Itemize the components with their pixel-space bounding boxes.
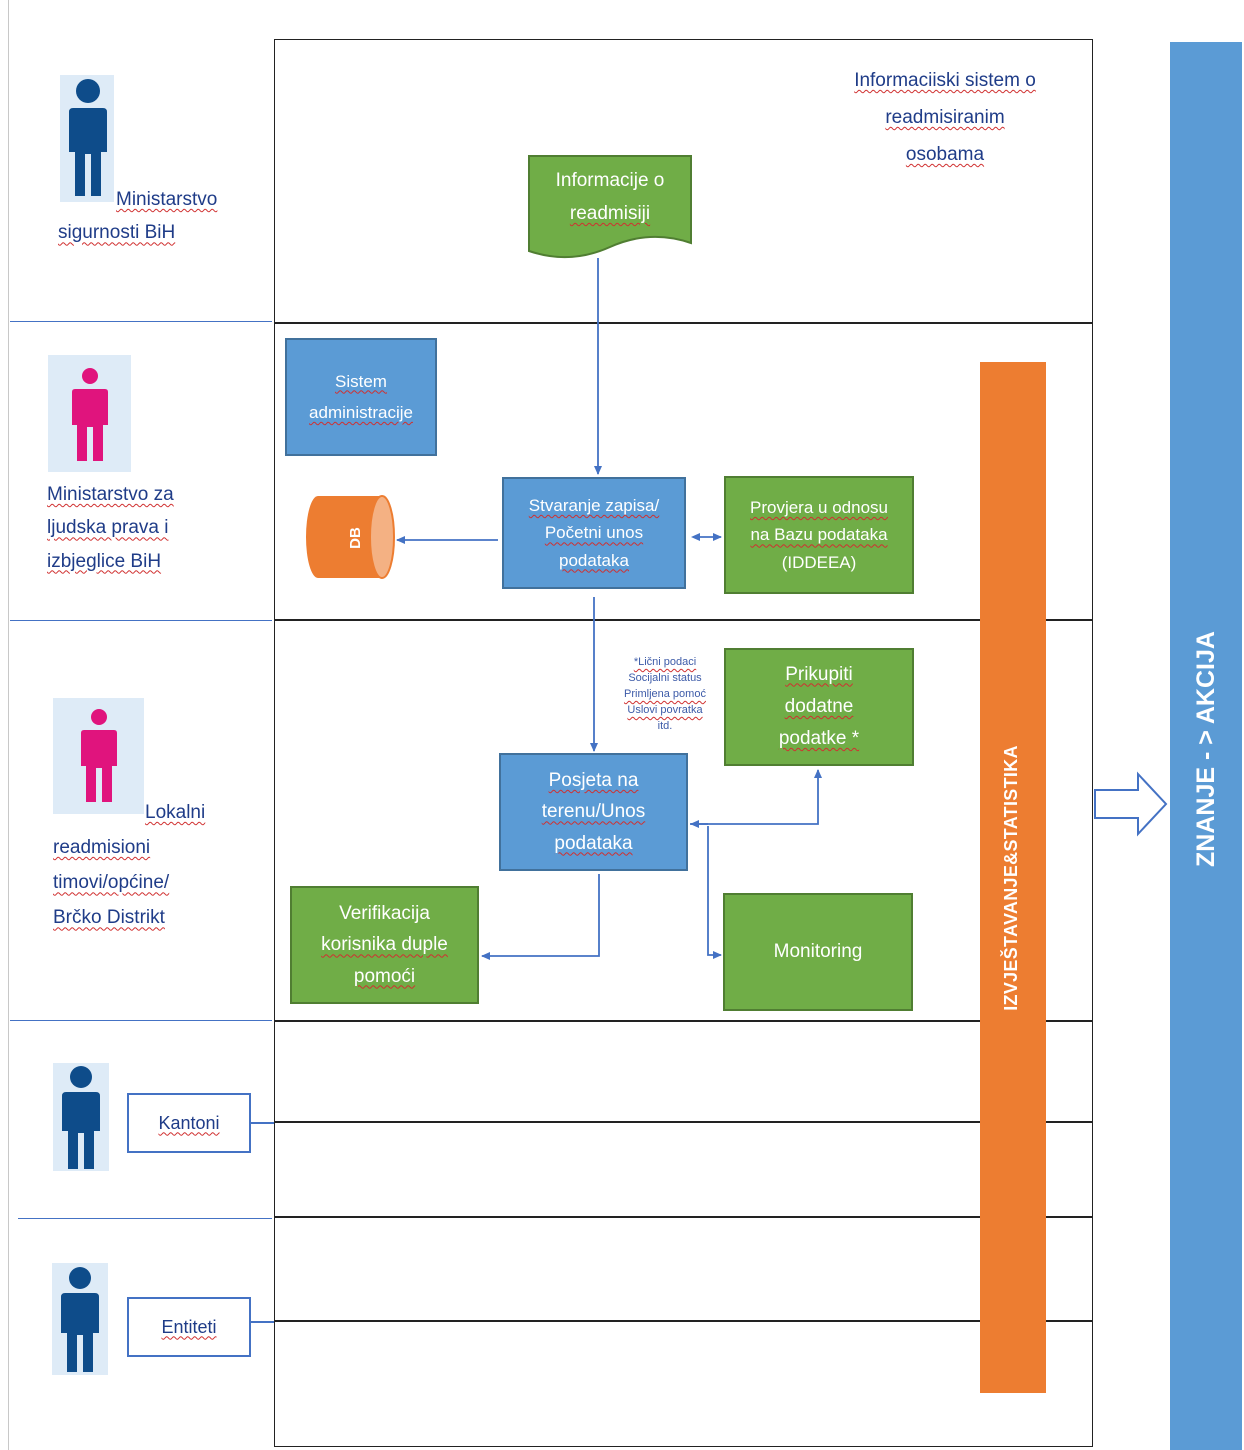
lane-separator — [10, 1020, 272, 1021]
node-text-line: (IDDEEA) — [781, 552, 857, 572]
knowledge-action-bar — [1170, 42, 1242, 1450]
title-line: readmisiranim — [885, 107, 1005, 129]
lane-label-text: Kantoni — [158, 1112, 220, 1133]
lane-divider — [274, 1320, 1093, 1322]
node-text-line: pomoći — [353, 965, 416, 987]
node-text-line: terenu/Unos — [541, 801, 646, 823]
diagram-title: Informaciiski sistem o readmisiranim oso… — [815, 62, 1075, 173]
swimlane-frame — [274, 39, 1093, 1447]
node-prikupiti-dodatne-podatke: Prikupiti dodatne podatke * — [724, 648, 914, 766]
lane-label-lokalni-timovi: Lokalni readmisioni timovi/općine/ Brčko… — [53, 795, 205, 936]
reporting-statistics-label: IZVJEŠTAVANJE&STATISTIKA — [1001, 745, 1021, 1011]
lane-divider — [274, 1020, 1093, 1022]
lane-divider — [274, 322, 1093, 324]
node-text-line: readmisiji — [569, 203, 651, 224]
node-posjeta-na-terenu: Posjeta na terenu/Unos podataka — [499, 753, 688, 871]
node-text-line: Verifikacija — [339, 902, 430, 924]
node-text-line: podataka — [554, 832, 633, 854]
lane-label-line: izbjeglice BiH — [47, 550, 162, 572]
left-margin-line — [8, 0, 9, 1450]
person-icon — [81, 709, 117, 802]
node-text-line: podatke * — [778, 728, 860, 750]
note-line: itd. — [657, 719, 673, 732]
node-text-line: Posjeta na — [548, 769, 639, 791]
node-monitoring: Monitoring — [723, 893, 913, 1011]
lane-label-entiteti: Entiteti — [127, 1297, 251, 1357]
lane-label-text: Entiteti — [161, 1316, 217, 1337]
connector-line — [251, 1321, 274, 1323]
node-text-line: korisnika duple — [321, 934, 448, 956]
note-text: *Lični podaci Socijalni status Primljena… — [610, 655, 720, 735]
node-text-line: podataka — [559, 550, 629, 570]
connector-line — [251, 1122, 274, 1124]
title-line: osobama — [905, 144, 985, 166]
note-line: Socijalni status — [628, 671, 702, 684]
lane-divider — [274, 619, 1093, 621]
node-informacije-o-readmisiji: Informacije o readmisiji — [528, 160, 692, 234]
reporting-statistics-bar — [980, 362, 1046, 1393]
lane-divider — [274, 1216, 1093, 1218]
node-text-line: Informacije o — [555, 169, 665, 191]
person-icon — [72, 368, 108, 461]
node-text-line: Početni unos — [544, 523, 644, 543]
lane-divider — [274, 1121, 1093, 1123]
title-line: Informaciiski sistem o — [854, 70, 1036, 91]
person-icon — [62, 1066, 100, 1169]
lane-label-line: Lokalni — [145, 802, 206, 823]
lane-label-ministarstvo-sigurnosti: Ministarstvo sigurnosti BiH — [58, 183, 217, 250]
person-icon — [61, 1267, 99, 1372]
note-line: Primljena pomoć — [624, 687, 706, 700]
lane-label-line: Ministarstvo za — [47, 484, 174, 505]
node-text: Monitoring — [773, 940, 863, 962]
node-stvaranje-zapisa: Stvaranje zapisa/ Početni unos podataka — [502, 477, 686, 589]
note-line: Uslovi povratka — [627, 703, 703, 716]
person-icon — [69, 79, 107, 196]
node-db-label: DB — [346, 527, 364, 549]
node-text-line: Provjera u odnosu — [750, 498, 888, 518]
lane-separator — [10, 321, 272, 322]
lane-label-kantoni: Kantoni — [127, 1093, 251, 1153]
node-text-line: na Bazu podataka — [750, 525, 888, 545]
lane-label-line: readmisioni — [53, 837, 151, 859]
node-sistem-administracije: Sistem administracije — [285, 338, 437, 456]
lane-separator — [18, 1218, 272, 1219]
lane-label-line: ljudska prava i — [47, 517, 169, 539]
node-text-line: Sistem — [335, 371, 387, 391]
lane-label-line: Brčko Distrikt — [53, 907, 165, 929]
lane-label-ministarstvo-ljudska-prava: Ministarstvo za ljudska prava i izbjegli… — [47, 478, 174, 578]
lane-label-line: Ministarstvo — [116, 189, 218, 210]
node-text-line: administracije — [309, 403, 413, 422]
lane-separator — [10, 620, 272, 621]
block-arrow-right — [1094, 771, 1168, 837]
knowledge-action-label: ZNANJE - > AKCIJA — [1192, 631, 1220, 867]
node-text-line: Stvaranje zapisa/ — [528, 496, 660, 516]
node-provjera-iddeea: Provjera u odnosu na Bazu podataka (IDDE… — [724, 476, 914, 594]
lane-label-line: sigurnosti BiH — [58, 222, 176, 244]
note-line: *Lični podaci — [633, 656, 697, 668]
info-document-shape — [528, 155, 692, 259]
node-text-line: Prikupiti — [785, 663, 853, 685]
database-cylinder-shape — [306, 495, 395, 579]
node-verifikacija: Verifikacija korisnika duple pomoći — [290, 886, 479, 1004]
node-text-line: dodatne — [784, 695, 854, 717]
lane-label-line: timovi/općine/ — [53, 872, 170, 894]
